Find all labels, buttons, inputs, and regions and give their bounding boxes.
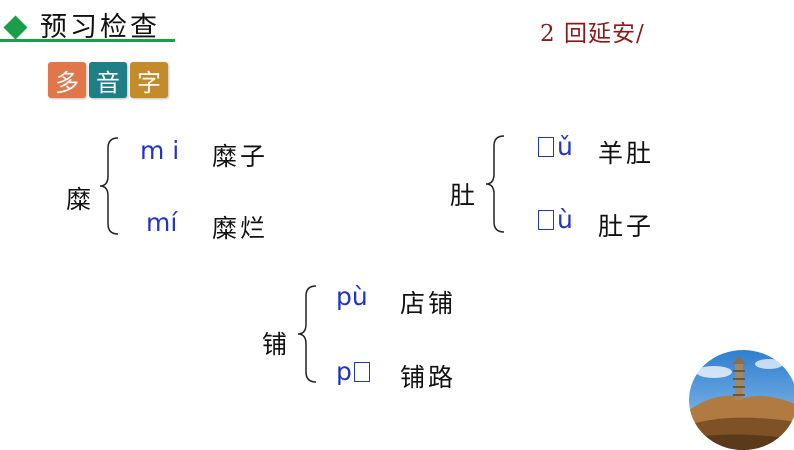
group-du-word-2: 肚子	[598, 212, 655, 241]
group-pu-word-2: 铺路	[400, 363, 457, 392]
group-mi-word-1: 糜子	[212, 142, 269, 171]
tile-yin: 音	[89, 62, 127, 98]
brace-icon	[99, 137, 119, 235]
title-underline	[0, 39, 175, 42]
missing-glyph-icon	[538, 209, 554, 230]
group-mi-word-2: 糜烂	[212, 214, 269, 243]
lesson-title: 2 回延安/	[540, 21, 645, 47]
group-du-pinyin-2: ù	[538, 205, 573, 234]
group-du-char: 肚	[450, 181, 476, 210]
group-mi-pinyin-1: m i	[140, 136, 180, 165]
group-pu-pinyin-2: p	[336, 357, 370, 386]
group-pu-word-1: 店铺	[400, 289, 457, 318]
group-mi-char: 糜	[66, 185, 92, 214]
diamond-icon	[3, 15, 28, 40]
group-mi-pinyin-2: mí	[146, 208, 178, 237]
group-pu-pinyin-1: pù	[336, 282, 368, 311]
group-pu-char: 铺	[262, 330, 288, 359]
group-du-word-1: 羊肚	[598, 139, 655, 168]
tile-duo: 多	[48, 62, 86, 98]
tile-zi: 字	[130, 62, 168, 98]
pagoda-landscape-icon	[689, 350, 794, 450]
brace-icon	[485, 135, 505, 233]
brace-icon	[297, 285, 317, 383]
page-title: 预习检查	[40, 12, 160, 43]
missing-glyph-icon	[538, 136, 554, 157]
group-du-pinyin-1: ǔ	[538, 132, 573, 161]
missing-glyph-icon	[353, 361, 370, 382]
